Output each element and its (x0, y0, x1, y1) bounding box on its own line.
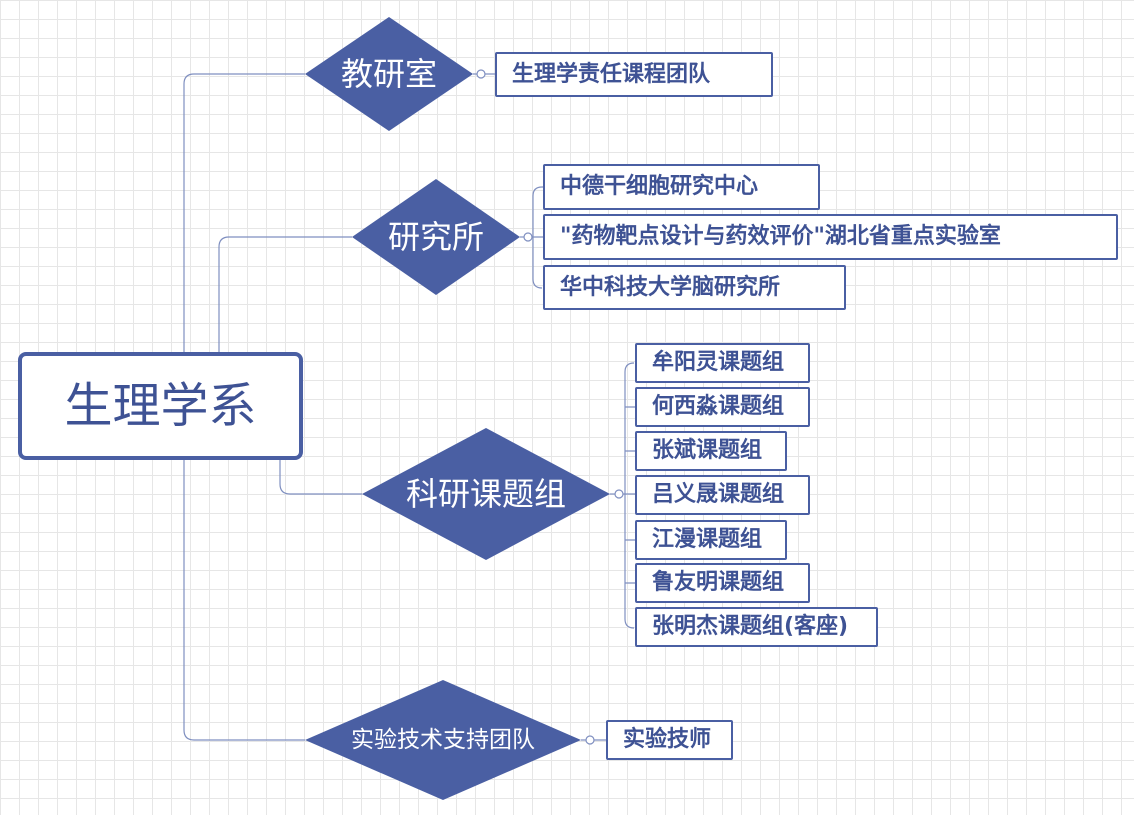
leaf-hubei-key-lab[interactable]: "药物靶点设计与药效评价"湖北省重点实验室 (543, 214, 1118, 260)
collapse-handle-keyanketizu[interactable] (614, 489, 624, 499)
leaf-group-zhang-bin[interactable]: 张斌课题组 (635, 431, 787, 471)
leaf-group-he[interactable]: 何西淼课题组 (635, 387, 810, 427)
leaf-group-jiang[interactable]: 江漫课题组 (635, 520, 787, 560)
connector-yanjiusuo-children (532, 186, 543, 289)
leaf-group-mou[interactable]: 牟阳灵课题组 (635, 343, 810, 383)
collapse-handle-yanjiusuo[interactable] (523, 232, 533, 242)
connector-root-to-keyanketizu (279, 460, 362, 495)
connector-root-to-shiyanjishu (183, 460, 305, 741)
root-node-label: 生理学系 (64, 378, 257, 434)
leaf-group-lv[interactable]: 吕义晟课题组 (635, 475, 810, 515)
connector-root-to-jiaoyanshi (183, 73, 305, 352)
leaf-course-team[interactable]: 生理学责任课程团队 (495, 52, 773, 97)
topic-yanjiusuo-label: 研究所 (387, 218, 484, 256)
topic-keyanketizu-diamond[interactable] (362, 428, 610, 560)
topic-yanjiusuo-diamond[interactable] (352, 179, 520, 295)
topic-shiyanjishu-diamond[interactable] (305, 680, 581, 800)
leaf-brain-institute[interactable]: 华中科技大学脑研究所 (543, 265, 846, 310)
topic-shiyanjishu-label: 实验技术支持团队 (351, 726, 535, 753)
connector-root-to-yanjiusuo (218, 236, 352, 352)
topic-keyanketizu-label: 科研课题组 (405, 475, 566, 513)
collapse-handle-jiaoyanshi[interactable] (476, 69, 486, 79)
leaf-group-lu[interactable]: 鲁友明课题组 (635, 563, 810, 603)
leaf-group-zhang-mingjie[interactable]: 张明杰课题组(客座) (635, 607, 878, 647)
leaf-stem-cell-center[interactable]: 中德干细胞研究中心 (543, 164, 820, 210)
connector-keyanketizu-children (624, 362, 635, 629)
leaf-lab-technician[interactable]: 实验技师 (606, 720, 733, 760)
collapse-handle-shiyanjishu[interactable] (585, 735, 595, 745)
root-node[interactable]: 生理学系 (18, 352, 303, 460)
topic-jiaoyanshi-diamond[interactable] (305, 17, 473, 131)
topic-jiaoyanshi-label: 教研室 (340, 55, 437, 93)
